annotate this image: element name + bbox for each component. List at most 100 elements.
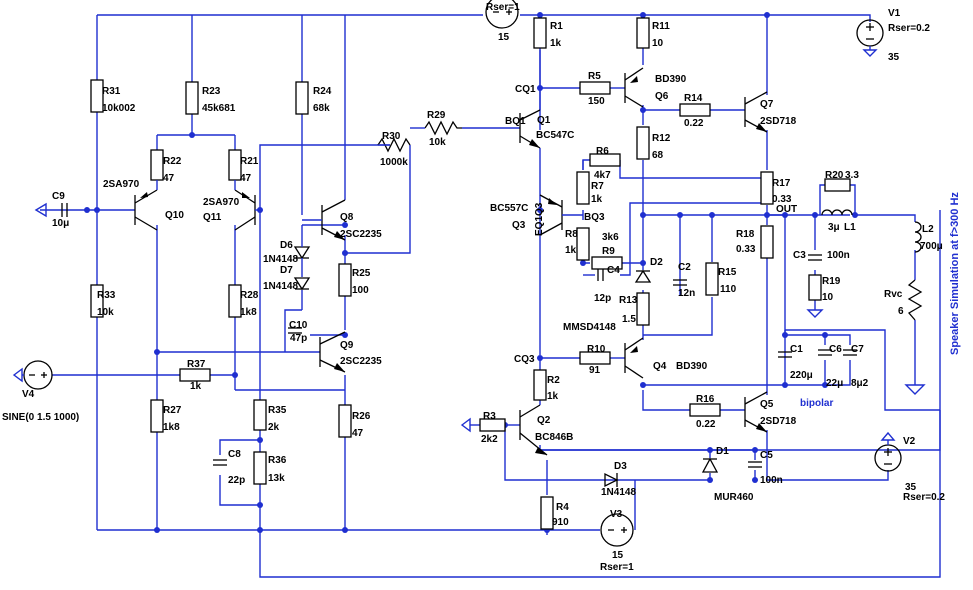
label-q10-part: 2SA970 xyxy=(103,179,140,190)
resistor-r1[interactable] xyxy=(533,17,547,49)
transistor-q5[interactable] xyxy=(744,391,768,433)
inductor-l1[interactable] xyxy=(821,209,853,216)
source-v4[interactable] xyxy=(12,360,53,390)
capacitor-c1[interactable] xyxy=(778,351,792,358)
resistor-r29[interactable] xyxy=(424,120,462,136)
resistor-r25[interactable] xyxy=(338,263,352,297)
label-d6-name: D6 xyxy=(280,240,293,251)
resistor-r5[interactable] xyxy=(579,81,611,95)
resistor-r15[interactable] xyxy=(705,262,719,296)
label-d7-name: D7 xyxy=(280,265,293,276)
label-r23-name: R23 xyxy=(202,86,221,97)
resistor-r9[interactable] xyxy=(591,256,623,270)
transistor-q9[interactable] xyxy=(319,331,346,373)
source-v1[interactable] xyxy=(856,19,884,57)
label-c1-name: C1 xyxy=(790,344,803,355)
transistor-q6[interactable] xyxy=(624,67,644,108)
capacitor-c2[interactable] xyxy=(673,279,687,286)
transistor-q10[interactable] xyxy=(134,180,158,231)
diode-d3[interactable] xyxy=(604,472,619,488)
label-d3-part: 1N4148 xyxy=(601,487,636,498)
source-rser1[interactable] xyxy=(485,0,519,29)
resistor-r17[interactable] xyxy=(760,171,774,205)
diode-d6[interactable] xyxy=(293,225,311,277)
label-c4-val: 12p xyxy=(594,293,611,304)
resistor-r16[interactable] xyxy=(689,403,721,417)
transistor-q2[interactable] xyxy=(519,404,548,456)
resistor-r8[interactable] xyxy=(576,227,590,261)
capacitor-c6[interactable] xyxy=(818,349,832,356)
resistor-r10[interactable] xyxy=(579,351,611,365)
label-r21-val: 47 xyxy=(240,173,252,184)
resistor-r12[interactable] xyxy=(636,126,650,160)
capacitor-c4[interactable] xyxy=(597,269,604,281)
resistor-r28[interactable] xyxy=(228,284,242,318)
transistor-q1[interactable] xyxy=(519,109,541,149)
transistor-q3[interactable] xyxy=(539,194,583,236)
resistor-r19[interactable] xyxy=(808,274,822,301)
junctions xyxy=(84,12,858,533)
diode-d2[interactable] xyxy=(634,269,652,283)
resistor-r18[interactable] xyxy=(760,225,774,259)
label-bipolar: bipolar xyxy=(800,398,833,409)
capacitor-c3[interactable] xyxy=(808,254,822,261)
inductor-l2[interactable] xyxy=(914,221,922,253)
label-r29-val: 10k xyxy=(429,137,446,148)
resistors xyxy=(90,17,923,530)
resistor-r4[interactable] xyxy=(540,496,554,530)
resistor-r2[interactable] xyxy=(533,369,547,401)
label-c10-name: C10 xyxy=(289,320,308,331)
capacitor-c5[interactable] xyxy=(748,461,762,468)
source-v2[interactable] xyxy=(874,431,902,472)
resistor-r22[interactable] xyxy=(150,149,164,181)
resistor-r7[interactable] xyxy=(576,171,590,205)
label-cq1: CQ1 xyxy=(515,84,536,95)
label-r37-val: 1k xyxy=(190,381,202,392)
label-c8-val: 22p xyxy=(228,475,245,486)
label-v1-name: V1 xyxy=(888,8,901,19)
resistor-r6[interactable] xyxy=(589,153,621,167)
resistor-r33[interactable] xyxy=(90,284,104,318)
resistor-r27[interactable] xyxy=(150,399,164,433)
inductors xyxy=(821,209,922,253)
resistor-r30[interactable] xyxy=(377,137,411,153)
transistor-q8[interactable] xyxy=(302,199,346,241)
resistor-r36[interactable] xyxy=(253,451,267,485)
resistor-r26[interactable] xyxy=(338,404,352,438)
resistor-r11[interactable] xyxy=(636,17,650,49)
resistor-r13[interactable] xyxy=(636,292,650,326)
label-r4-name: R4 xyxy=(556,502,569,513)
label-r35-name: R35 xyxy=(268,405,287,416)
capacitor-c8[interactable] xyxy=(213,459,227,466)
resistor-r14[interactable] xyxy=(679,103,711,117)
label-q11-name: Q11 xyxy=(203,212,222,223)
label-out: OUT xyxy=(776,204,797,215)
resistor-r31[interactable] xyxy=(90,79,104,113)
label-v1-rser: Rser=0.2 xyxy=(888,23,930,34)
source-v3[interactable] xyxy=(600,513,634,547)
resistor-r37[interactable] xyxy=(179,368,211,382)
resistor-r35[interactable] xyxy=(253,399,267,431)
label-v2-val: 35 xyxy=(905,482,917,493)
label-r13-val: 1.5 xyxy=(622,314,636,325)
capacitor-c10[interactable] xyxy=(288,327,302,334)
transistor-q7[interactable] xyxy=(744,91,768,133)
diode-d1[interactable] xyxy=(701,457,719,473)
label-r14-val: 0.22 xyxy=(684,118,704,129)
resistor-r20[interactable] xyxy=(824,178,851,192)
label-d7-part: 1N4148 xyxy=(263,281,298,292)
label-c4-name: C4 xyxy=(607,265,620,276)
label-q5-part: 2SD718 xyxy=(760,416,797,427)
resistor-rvc[interactable] xyxy=(907,279,923,321)
transistor-q11[interactable] xyxy=(234,180,260,231)
capacitor-c7[interactable] xyxy=(843,349,857,356)
transistor-q4[interactable] xyxy=(624,337,644,379)
resistor-r23[interactable] xyxy=(185,81,199,115)
resistor-r3[interactable] xyxy=(479,418,506,432)
label-q9-name: Q9 xyxy=(340,340,354,351)
diode-d7[interactable] xyxy=(293,277,311,291)
label-r14-name: R14 xyxy=(684,93,703,104)
label-r27-val: 1k8 xyxy=(163,422,180,433)
capacitor-c9[interactable] xyxy=(61,203,68,217)
resistor-r24[interactable] xyxy=(295,81,309,115)
